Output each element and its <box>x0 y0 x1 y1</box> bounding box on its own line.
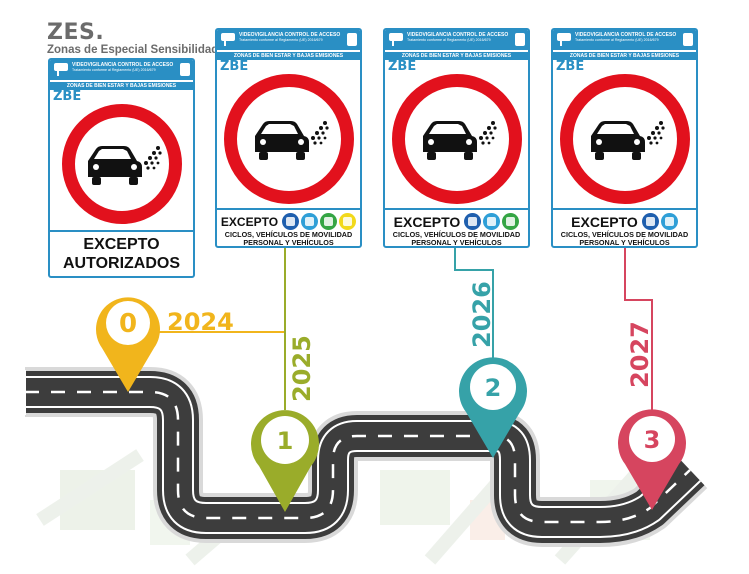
connector-lines <box>145 248 653 410</box>
pin-0: 0 <box>96 297 161 392</box>
eco-label-icon <box>301 213 319 230</box>
pin-1: 1 <box>251 410 319 512</box>
year-2027: 2027 <box>626 321 654 388</box>
sign-2025: VIDEOVIGILANCIA CONTROL DE ACCESO Tratam… <box>215 28 362 248</box>
year-2026: 2026 <box>468 281 496 348</box>
seal-icon <box>347 33 357 46</box>
exception-text-line2: PERSONAL Y VEHÍCULOS AUTORIZADOS <box>411 238 502 247</box>
excepto-label: EXCEPTO <box>220 214 279 229</box>
no-entry-sign <box>224 74 354 204</box>
excepto-label: EXCEPTO <box>393 213 461 230</box>
sign-2026: VIDEOVIGILANCIA CONTROL DE ACCESO Tratam… <box>383 28 530 248</box>
brand-subtitle: Zonas de Especial Sensibilidad <box>47 44 219 56</box>
excepto-label: EXCEPTO <box>571 213 638 230</box>
camera-icon <box>221 33 235 46</box>
camera-icon <box>389 33 403 46</box>
exception-text-line1: CICLOS, VEHÍCULOS DE MOVILIDAD <box>224 230 353 239</box>
camera-icon <box>54 63 68 76</box>
seal-icon <box>180 63 190 76</box>
c-label-icon <box>320 213 338 230</box>
c-label-icon <box>502 213 520 230</box>
pin-2-label: 2 <box>485 374 502 402</box>
zbe-label: ZBE <box>53 89 82 104</box>
brand-title: ZES. <box>47 20 105 45</box>
exception-row: EXCEPTO <box>553 213 696 230</box>
excepto-autorizados-line1: EXCEPTO <box>83 236 160 253</box>
eco-label-icon <box>660 213 678 230</box>
car-emissions-icon <box>88 146 162 185</box>
sign-header: VIDEOVIGILANCIA CONTROL DE ACCESO Tratam… <box>50 60 193 80</box>
excepto-autorizados-line2: AUTORIZADOS <box>62 255 181 272</box>
pin-3: 3 <box>618 409 686 510</box>
car-emissions-icon <box>255 121 329 160</box>
exception-row: EXCEPTO <box>217 213 360 230</box>
sign-band: ZONAS DE BIEN ESTAR Y BAJAS EMISIONES <box>217 52 360 60</box>
year-2024: 2024 <box>167 308 234 336</box>
no-entry-sign <box>560 74 690 204</box>
sign-2024: VIDEOVIGILANCIA CONTROL DE ACCESO Tratam… <box>48 58 195 278</box>
sign-band: ZONAS DE BIEN ESTAR Y BAJAS EMISIONES <box>385 52 528 60</box>
car-emissions-icon <box>423 121 497 160</box>
seal-icon <box>683 33 693 46</box>
zbe-label: ZBE <box>556 59 585 74</box>
pin-1-label: 1 <box>277 427 294 455</box>
zbe-label: ZBE <box>220 59 249 74</box>
zero-label-icon <box>282 213 300 230</box>
sign-2027: VIDEOVIGILANCIA CONTROL DE ACCESO Tratam… <box>551 28 698 248</box>
exception-row: EXCEPTO <box>385 213 528 230</box>
exception-text-line1: CICLOS, VEHÍCULOS DE MOVILIDAD <box>560 230 689 239</box>
pin-2: 2 <box>459 357 527 458</box>
road <box>20 367 708 547</box>
sign-header: VIDEOVIGILANCIA CONTROL DE ACCESO Tratam… <box>553 30 696 50</box>
exception-text-line2: PERSONAL Y VEHÍCULOS AUTORIZADOS <box>243 238 334 247</box>
seal-icon <box>515 33 525 46</box>
no-entry-sign <box>392 74 522 204</box>
no-entry-sign <box>62 104 182 224</box>
sign-band: ZONAS DE BIEN ESTAR Y BAJAS EMISIONES <box>553 52 696 60</box>
sign-band: ZONAS DE BIEN ESTAR Y BAJAS EMISIONES <box>50 82 193 90</box>
camera-icon <box>557 33 571 46</box>
zbe-label: ZBE <box>388 59 417 74</box>
zero-label-icon <box>464 213 482 230</box>
pin-3-label: 3 <box>644 426 661 454</box>
car-emissions-icon <box>591 121 665 160</box>
exception-text-line1: CICLOS, VEHÍCULOS DE MOVILIDAD <box>392 230 521 239</box>
year-2025: 2025 <box>288 335 316 402</box>
b-label-icon <box>339 213 357 230</box>
zero-label-icon <box>641 213 659 230</box>
brand-heading: ZES. Zonas de Especial Sensibilidad <box>47 22 218 57</box>
pin-0-label: 0 <box>119 309 137 339</box>
eco-label-icon <box>483 213 501 230</box>
sign-header: VIDEOVIGILANCIA CONTROL DE ACCESO Tratam… <box>385 30 528 50</box>
sign-header: VIDEOVIGILANCIA CONTROL DE ACCESO Tratam… <box>217 30 360 50</box>
exception-text-line2: PERSONAL Y VEHÍCULOS AUTORIZADOS <box>579 238 670 247</box>
